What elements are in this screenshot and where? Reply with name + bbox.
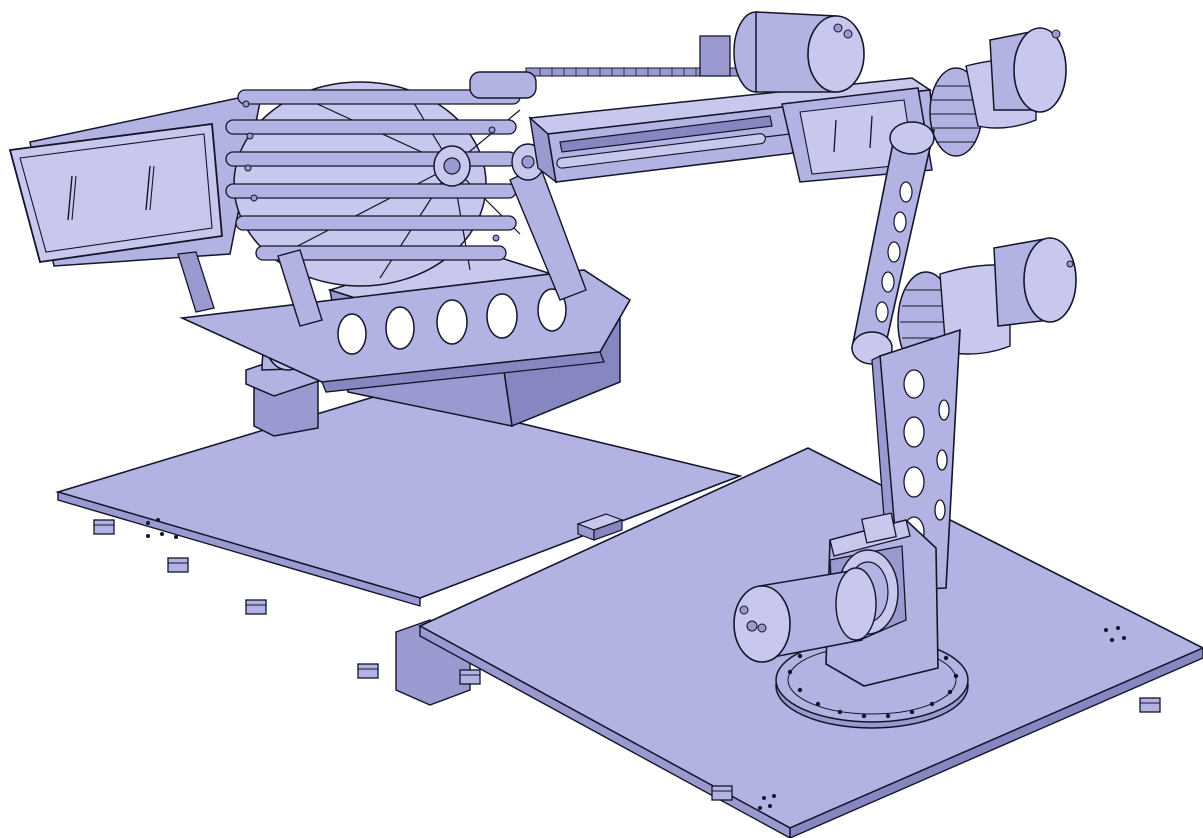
beam-holes	[337, 288, 567, 355]
rotary-drum-frame	[225, 81, 587, 327]
side-enclosure-box	[8, 97, 261, 313]
upper-horizontal-arm	[469, 67, 935, 184]
pivot-arm-beam	[179, 269, 632, 393]
left-plate-holes	[146, 518, 178, 539]
center-bracket	[576, 513, 624, 541]
base-motor	[733, 567, 877, 663]
right-plate-holes	[758, 626, 1126, 810]
right-wrist-motor	[929, 27, 1067, 157]
top-motor	[699, 11, 865, 93]
